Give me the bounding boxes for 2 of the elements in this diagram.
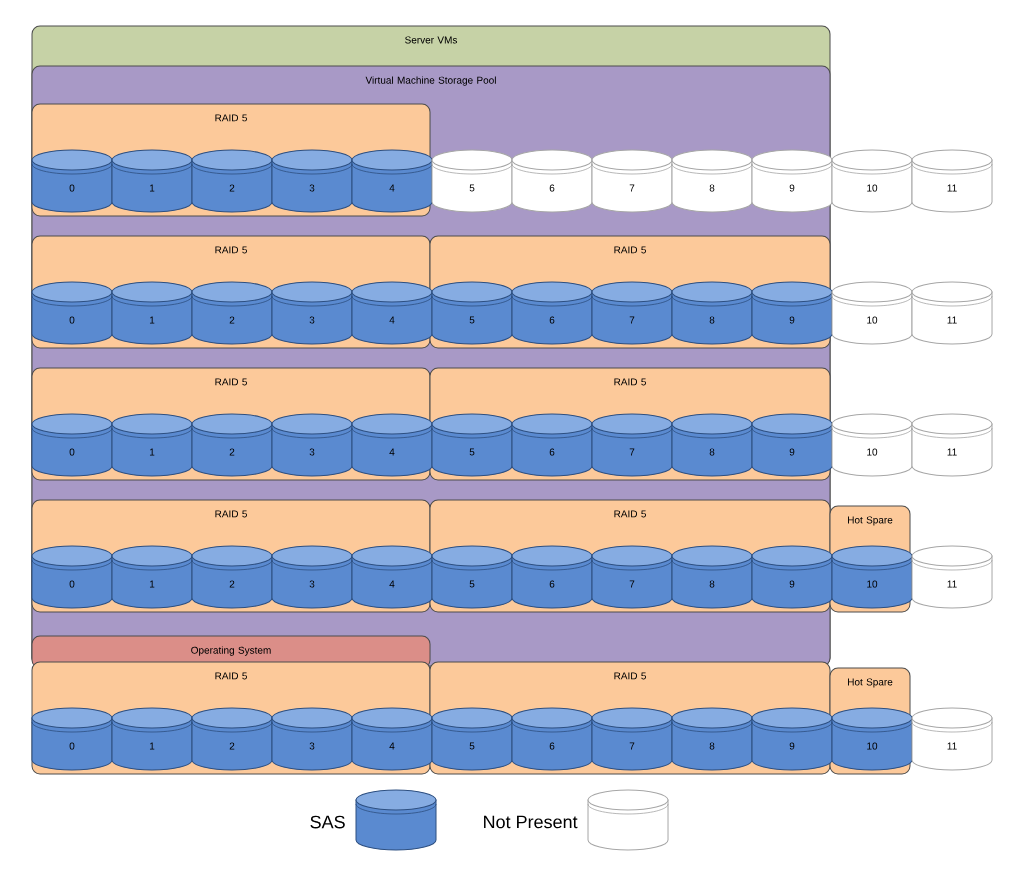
legend-label: SAS: [310, 815, 345, 829]
legend-label: Not Present: [484, 815, 578, 829]
